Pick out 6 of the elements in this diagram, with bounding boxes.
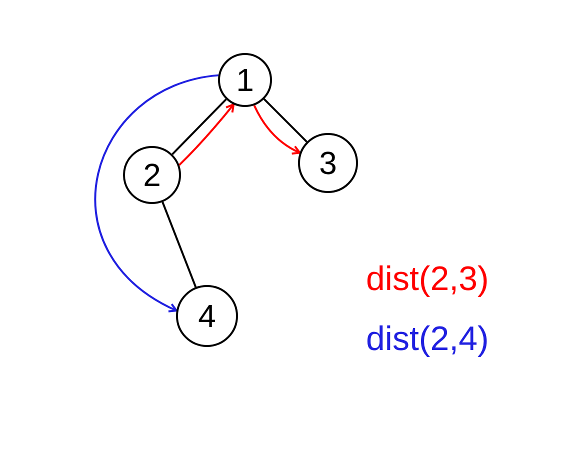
tree-edge (172, 98, 227, 155)
tree-edge (263, 98, 308, 142)
tree-edge (162, 202, 197, 288)
distance-label: dist(2,3) (366, 262, 489, 296)
arrow (94, 74, 219, 312)
distance-label: dist(2,4) (366, 322, 489, 356)
